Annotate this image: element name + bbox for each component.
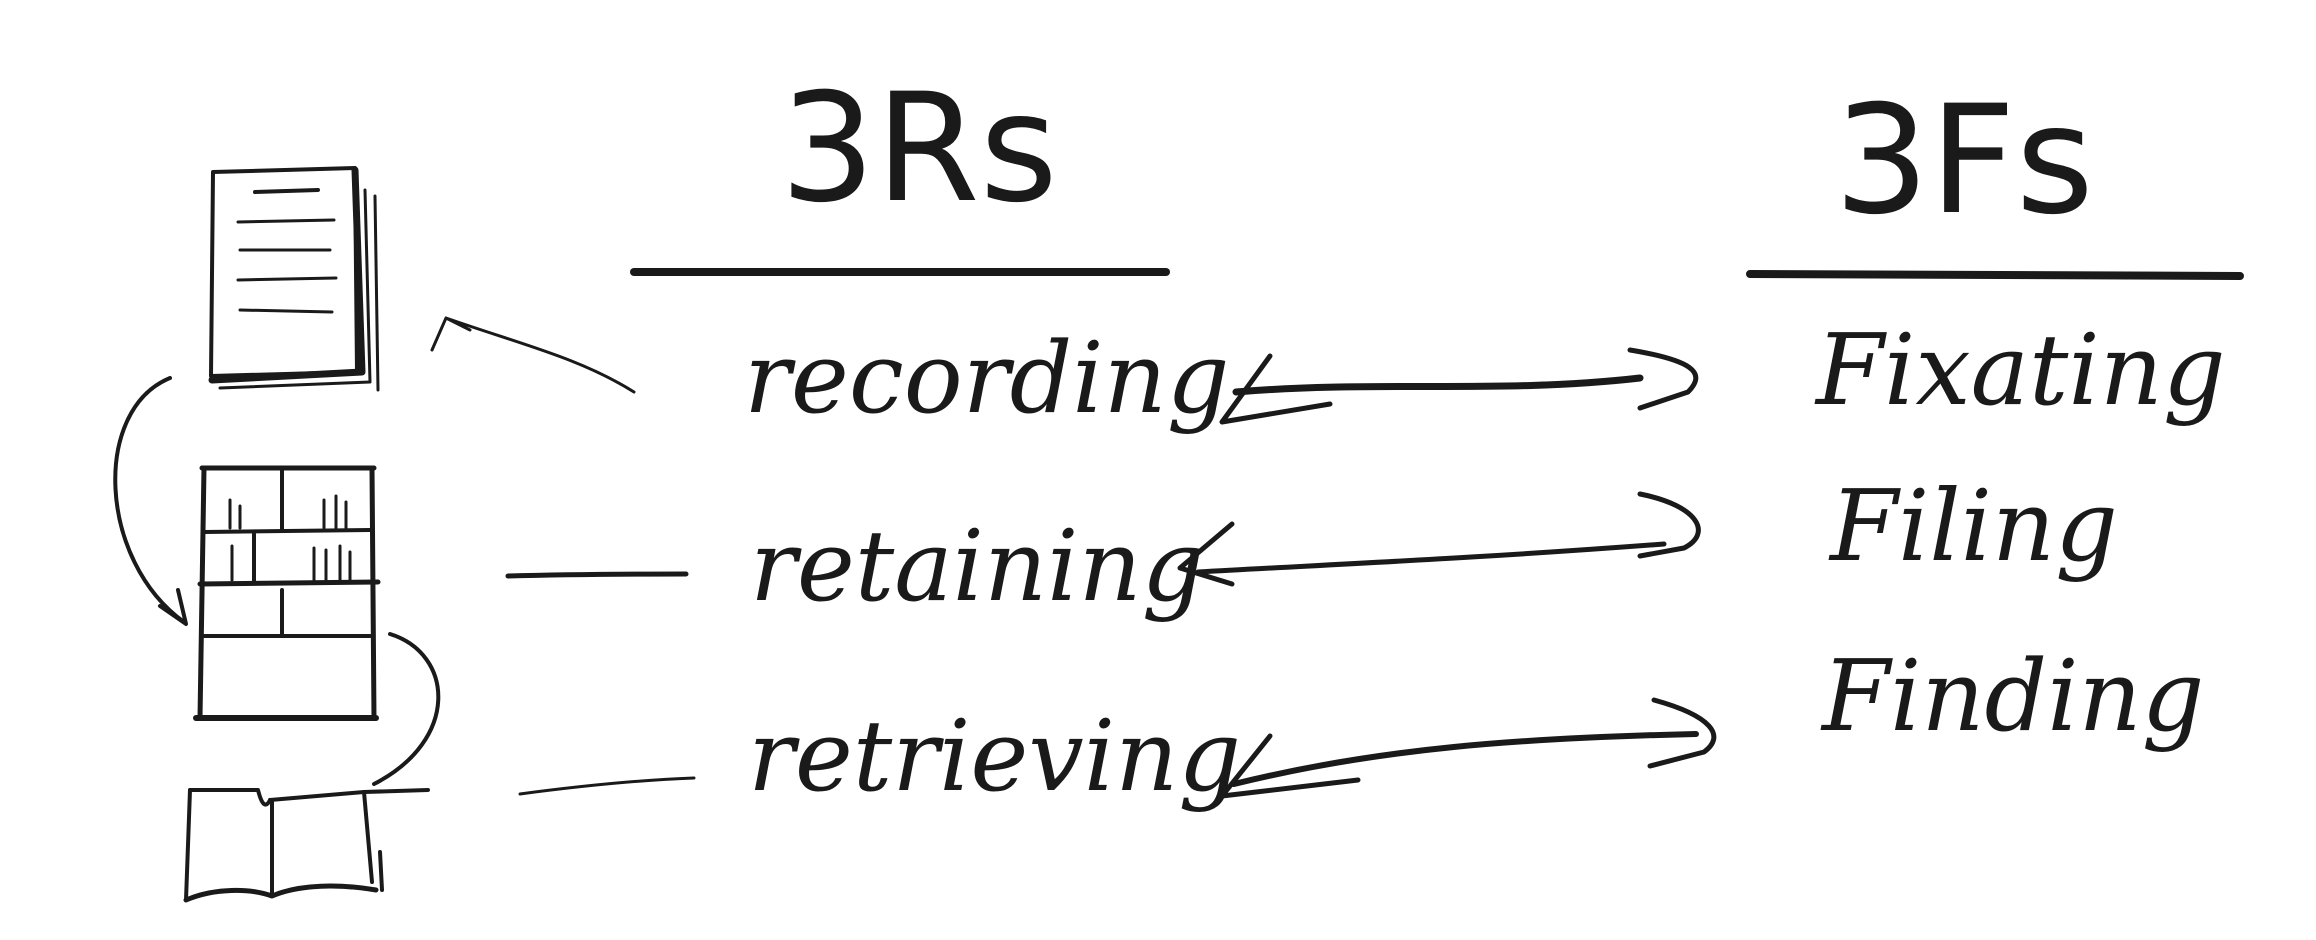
flow-arrow-shelf-to-book — [372, 632, 441, 786]
document-icon — [208, 166, 380, 392]
label-finding: Finding — [1820, 640, 2204, 754]
connector-retrieving-to-book — [518, 776, 696, 796]
arrow-recording-fixating — [1219, 347, 1699, 425]
underline-3fs — [1746, 270, 2244, 280]
column-3fs: 3Fs Fixating Filing Finding — [1746, 74, 2244, 754]
connector-retaining-to-shelf — [505, 571, 689, 579]
flow-arrow-document-to-shelf — [113, 376, 188, 626]
connector-recording-to-document — [430, 316, 636, 394]
bookshelf-icon — [193, 465, 381, 721]
heading-3fs: 3Fs — [1834, 74, 2094, 248]
arrow-retaining-filing — [1177, 491, 1701, 587]
open-book-icon — [183, 788, 430, 903]
label-fixating: Fixating — [1814, 314, 2226, 428]
label-retrieving: retrieving — [748, 700, 1241, 814]
label-recording: recording — [744, 322, 1230, 436]
label-filing: Filing — [1828, 470, 2118, 584]
arrow-retrieving-finding — [1219, 697, 1717, 799]
heading-3rs: 3Rs — [780, 62, 1058, 236]
column-3rs: 3Rs recording retaining retrieving — [630, 62, 1241, 814]
label-retaining: retaining — [750, 510, 1204, 624]
